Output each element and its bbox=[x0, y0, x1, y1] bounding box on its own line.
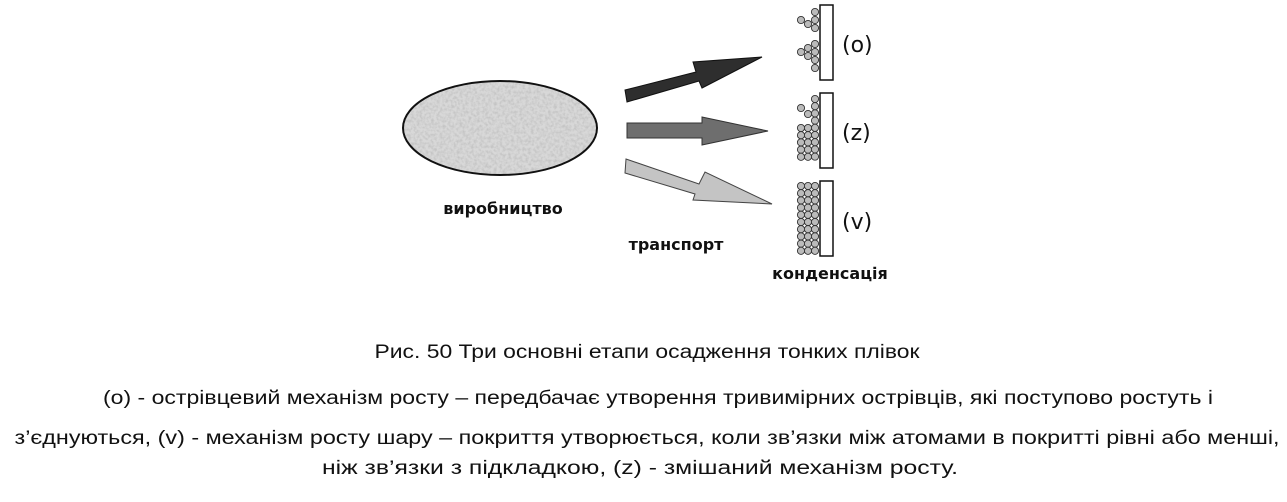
atom bbox=[803, 145, 813, 154]
atom bbox=[796, 15, 806, 25]
atom bbox=[810, 232, 820, 241]
atom bbox=[796, 189, 806, 198]
atom bbox=[810, 145, 820, 154]
atom bbox=[803, 131, 813, 140]
atom bbox=[810, 189, 820, 198]
atom bbox=[810, 246, 820, 255]
arrow-o bbox=[624, 56, 763, 103]
atom bbox=[803, 123, 813, 133]
atom bbox=[810, 116, 820, 125]
atom bbox=[810, 130, 820, 140]
atom bbox=[796, 47, 806, 57]
atom bbox=[803, 225, 813, 234]
caption-line-1: (o) - острівцевий механізм росту – перед… bbox=[103, 388, 1213, 409]
atom bbox=[810, 15, 820, 25]
atom bbox=[810, 94, 820, 104]
atom bbox=[796, 103, 806, 113]
atom bbox=[810, 23, 820, 33]
atom bbox=[810, 138, 820, 147]
atom bbox=[803, 246, 813, 255]
arrow-v bbox=[624, 158, 773, 205]
condensation-label: конденсація bbox=[772, 264, 888, 283]
atom bbox=[796, 225, 806, 234]
atom bbox=[803, 181, 813, 191]
caption-line-2: з’єднуються, (v) - механізм росту шару –… bbox=[15, 428, 1280, 449]
atom bbox=[810, 55, 820, 65]
production-source bbox=[402, 80, 598, 176]
atom bbox=[810, 152, 820, 161]
atom bbox=[810, 203, 820, 212]
atom bbox=[796, 123, 806, 133]
atom bbox=[796, 152, 806, 161]
atom bbox=[796, 217, 806, 227]
atom bbox=[796, 203, 806, 212]
mode-label-o: (o) bbox=[842, 33, 873, 58]
atom bbox=[803, 239, 813, 248]
atom bbox=[810, 225, 820, 234]
atom bbox=[810, 181, 820, 191]
atom bbox=[803, 43, 813, 53]
atom bbox=[810, 63, 820, 73]
atom bbox=[803, 109, 813, 119]
substrate-v bbox=[819, 180, 834, 257]
atom bbox=[796, 196, 806, 205]
atom bbox=[796, 181, 806, 191]
atom bbox=[796, 138, 806, 147]
atom bbox=[810, 239, 820, 248]
atom bbox=[810, 196, 820, 205]
atom bbox=[810, 123, 820, 132]
caption-line-3: ніж зв’язки з підкладкою, (z) - змішаний… bbox=[322, 458, 958, 479]
atom bbox=[796, 210, 806, 219]
atom bbox=[796, 232, 806, 241]
atom bbox=[810, 39, 820, 49]
transport-label: транспорт bbox=[629, 235, 725, 254]
arrow-z bbox=[626, 116, 769, 146]
atom bbox=[803, 217, 813, 227]
atom bbox=[803, 203, 813, 212]
atom bbox=[810, 109, 820, 118]
substrate-o bbox=[819, 4, 834, 81]
atom bbox=[810, 47, 820, 57]
atom bbox=[803, 138, 813, 147]
atom bbox=[803, 19, 813, 29]
atom bbox=[796, 145, 806, 154]
atom bbox=[796, 131, 806, 140]
mode-label-z: (z) bbox=[842, 121, 871, 146]
atom bbox=[803, 51, 813, 61]
atom bbox=[803, 232, 813, 241]
figure-caption-title: Рис. 50 Три основні етапи осадження тонк… bbox=[375, 342, 921, 363]
atom bbox=[803, 210, 813, 219]
atom bbox=[803, 189, 813, 198]
substrate-z bbox=[819, 92, 834, 169]
atom bbox=[810, 210, 820, 219]
atom-layers bbox=[796, 7, 820, 255]
mode-label-v: (v) bbox=[842, 210, 872, 235]
atom bbox=[796, 239, 806, 248]
production-label: виробництво bbox=[443, 199, 562, 218]
atom bbox=[810, 217, 820, 227]
atom bbox=[803, 196, 813, 205]
atom bbox=[803, 152, 813, 161]
atom bbox=[796, 246, 806, 255]
atom bbox=[810, 102, 820, 111]
atom bbox=[810, 7, 820, 17]
